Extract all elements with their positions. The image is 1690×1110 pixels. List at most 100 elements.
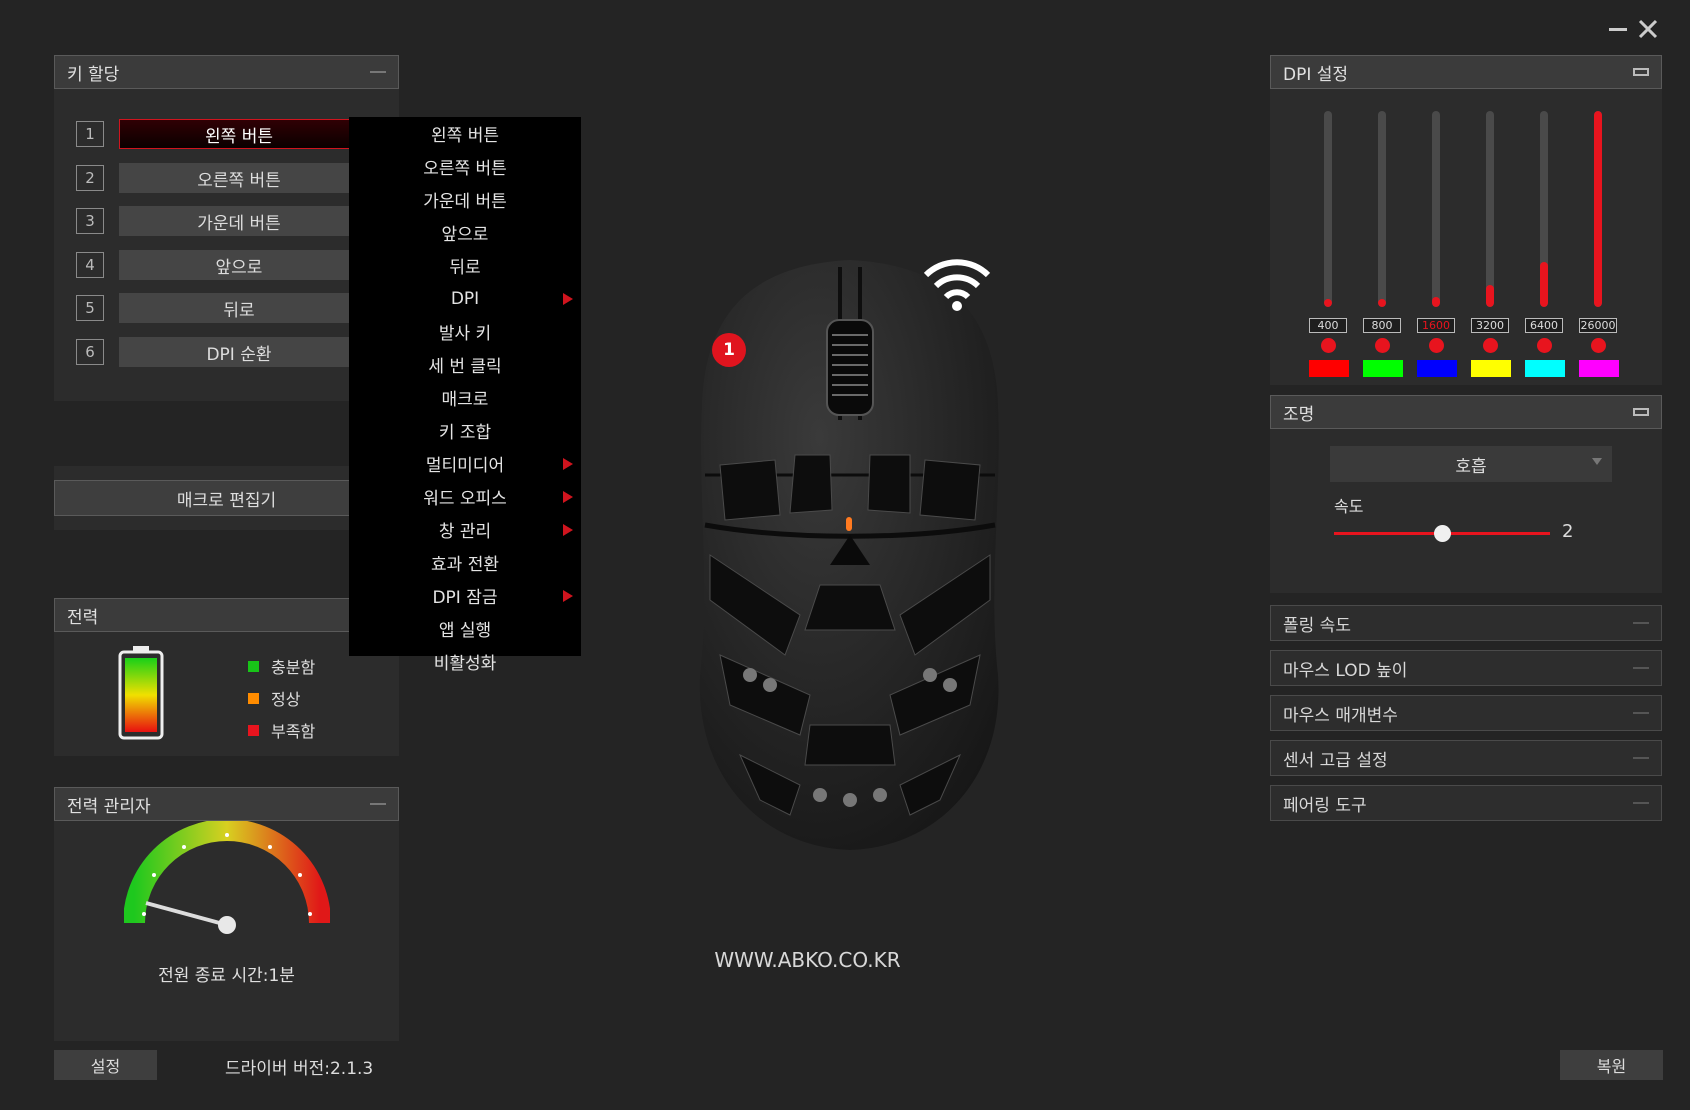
power-header[interactable]: 전력 — [54, 598, 399, 632]
submenu-arrow-icon — [563, 293, 573, 305]
key-button-6[interactable]: DPI 순환 — [119, 337, 359, 367]
collapse-icon — [1633, 757, 1649, 759]
speed-slider[interactable] — [1334, 524, 1550, 544]
menu-item-dpi[interactable]: DPI — [349, 282, 581, 315]
key-number: 2 — [76, 165, 104, 191]
restore-button[interactable]: 복원 — [1560, 1050, 1663, 1080]
lighting-body: 호흡 속도 2 — [1270, 429, 1662, 593]
dpi-slider-5[interactable] — [1540, 111, 1548, 307]
driver-version: 드라이버 버전:2.1.3 — [225, 1059, 374, 1079]
dpi-slider-2[interactable] — [1378, 111, 1386, 307]
key-assign-header[interactable]: 키 할당 — [54, 55, 399, 89]
menu-item-macro[interactable]: 매크로 — [349, 381, 581, 414]
dpi-slider-3[interactable] — [1432, 111, 1440, 307]
dpi-stage-dot-6 — [1591, 338, 1606, 353]
section-label: 마우스 LOD 높이 — [1283, 660, 1408, 681]
dpi-slider-1[interactable] — [1324, 111, 1332, 307]
website-link[interactable]: WWW.ABKO.CO.KR — [714, 948, 901, 972]
button-badge[interactable]: 1 — [712, 333, 746, 367]
menu-item-label: 키 조합 — [438, 423, 492, 443]
dpi-stage-dot-1 — [1321, 338, 1336, 353]
mouse-parameters-section[interactable]: 마우스 매개변수 — [1270, 695, 1662, 731]
key-button-1[interactable]: 왼쪽 버튼 — [119, 119, 359, 149]
dpi-slider-fill — [1594, 111, 1602, 307]
key-row-5: 5 뒤로 — [76, 293, 359, 323]
key-button-4[interactable]: 앞으로 — [119, 250, 359, 280]
dpi-color-swatch-6[interactable] — [1579, 360, 1619, 377]
dpi-color-swatch-2[interactable] — [1363, 360, 1403, 377]
sensor-advanced-section[interactable]: 센서 고급 설정 — [1270, 740, 1662, 776]
menu-item-window-management[interactable]: 창 관리 — [349, 513, 581, 546]
dpi-color-swatches — [1270, 336, 1662, 386]
key-button-3[interactable]: 가운데 버튼 — [119, 206, 359, 236]
dpi-color-swatch-4[interactable] — [1471, 360, 1511, 377]
pairing-tool-section[interactable]: 페어링 도구 — [1270, 785, 1662, 821]
collapse-icon — [1633, 622, 1649, 624]
legend-full: 충분함 — [248, 654, 315, 678]
legend-label: 부족함 — [271, 722, 316, 741]
menu-item-multimedia[interactable]: 멀티미디어 — [349, 447, 581, 480]
power-manager-header[interactable]: 전력 관리자 — [54, 787, 399, 821]
menu-item-effect-switch[interactable]: 효과 전환 — [349, 546, 581, 579]
dpi-value-6[interactable]: 26000 — [1579, 318, 1617, 333]
key-function-menu: 왼쪽 버튼 오른쪽 버튼 가운데 버튼 앞으로 뒤로 DPI 발사 키 세 번 … — [349, 117, 581, 674]
key-number: 1 — [76, 121, 104, 147]
legend-swatch — [248, 692, 259, 704]
dpi-color-swatch-3[interactable] — [1417, 360, 1457, 377]
key-button-2[interactable]: 오른쪽 버튼 — [119, 163, 359, 193]
dpi-slider-fill — [1432, 297, 1440, 307]
legend-swatch — [248, 660, 259, 672]
dpi-stage-dot-2 — [1375, 338, 1390, 353]
speed-slider-thumb[interactable] — [1434, 525, 1451, 542]
lighting-header[interactable]: 조명 — [1270, 395, 1662, 429]
legend-label: 충분함 — [271, 658, 316, 677]
dpi-stage-dot-3 — [1429, 338, 1444, 353]
menu-item-triple-click[interactable]: 세 번 클릭 — [349, 348, 581, 381]
menu-item-fire-key[interactable]: 발사 키 — [349, 315, 581, 348]
section-label: 페어링 도구 — [1283, 795, 1367, 816]
dpi-color-swatch-1[interactable] — [1309, 360, 1349, 377]
menu-item-label: 앱 실행 — [438, 621, 492, 641]
lighting-title: 조명 — [1283, 404, 1315, 425]
lod-height-section[interactable]: 마우스 LOD 높이 — [1270, 650, 1662, 686]
dpi-slider-fill — [1540, 262, 1548, 307]
section-label: 폴링 속도 — [1283, 615, 1351, 636]
power-manager-panel: 전력 관리자 전원 종료 시간:1분 — [54, 787, 399, 1041]
dpi-value-3-active[interactable]: 1600 — [1417, 318, 1455, 333]
menu-item-dpi-lock[interactable]: DPI 잠금 — [349, 579, 581, 612]
dpi-color-swatch-5[interactable] — [1525, 360, 1565, 377]
menu-item-label: DPI 잠금 — [432, 588, 498, 608]
settings-button[interactable]: 설정 — [54, 1050, 157, 1080]
dpi-value-1[interactable]: 400 — [1309, 318, 1347, 333]
menu-item-forward[interactable]: 앞으로 — [349, 216, 581, 249]
polling-rate-section[interactable]: 폴링 속도 — [1270, 605, 1662, 641]
key-button-5[interactable]: 뒤로 — [119, 293, 359, 323]
dpi-slider-4[interactable] — [1486, 111, 1494, 307]
dpi-settings-header[interactable]: DPI 설정 — [1270, 55, 1662, 89]
macro-editor-button[interactable]: 매크로 편집기 — [54, 480, 399, 516]
menu-item-key-combo[interactable]: 키 조합 — [349, 414, 581, 447]
menu-item-launch-app[interactable]: 앱 실행 — [349, 612, 581, 645]
dpi-slider-fill — [1486, 285, 1494, 307]
menu-item-disable[interactable]: 비활성화 — [349, 645, 581, 678]
dpi-slider-6[interactable] — [1594, 111, 1602, 307]
power-panel: 전력 충분함 정상 부족함 — [54, 598, 399, 756]
menu-item-middle-button[interactable]: 가운데 버튼 — [349, 183, 581, 216]
key-assign-title: 키 할당 — [67, 64, 120, 85]
menu-item-right-button[interactable]: 오른쪽 버튼 — [349, 150, 581, 183]
gauge-icon[interactable] — [124, 821, 330, 941]
menu-item-left-button[interactable]: 왼쪽 버튼 — [349, 117, 581, 150]
dpi-value-5[interactable]: 6400 — [1525, 318, 1563, 333]
lighting-mode-select[interactable]: 호흡 — [1330, 446, 1612, 482]
legend-swatch — [248, 724, 259, 736]
minimize-button[interactable] — [1607, 18, 1629, 40]
menu-item-back[interactable]: 뒤로 — [349, 249, 581, 282]
close-button[interactable] — [1637, 18, 1659, 40]
menu-item-label: 세 번 클릭 — [428, 357, 502, 377]
dpi-value-4[interactable]: 3200 — [1471, 318, 1509, 333]
menu-item-word-office[interactable]: 워드 오피스 — [349, 480, 581, 513]
key-number: 5 — [76, 295, 104, 321]
macro-editor-area: 매크로 편집기 — [54, 466, 399, 530]
menu-item-label: DPI — [450, 288, 480, 309]
dpi-value-2[interactable]: 800 — [1363, 318, 1401, 333]
